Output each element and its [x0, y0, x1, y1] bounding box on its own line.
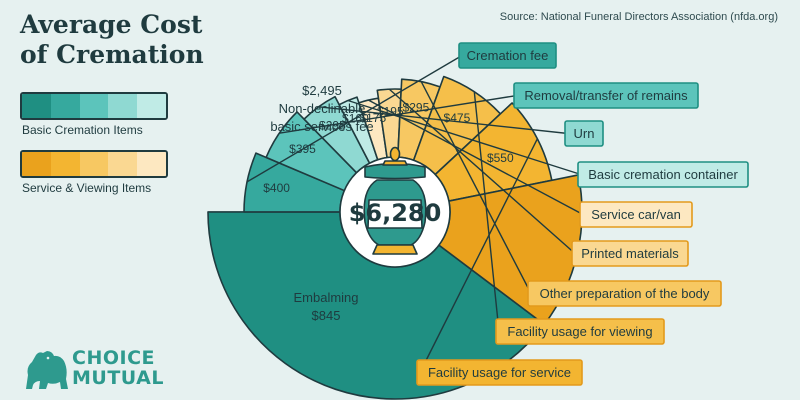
legend-basic-swatch-4: [137, 94, 166, 118]
source-note: Source: National Funeral Directors Assoc…: [500, 11, 778, 23]
legend-basic-swatch-2: [79, 94, 109, 118]
brand-wordmark: CHOICE MUTUAL: [72, 348, 164, 388]
callout-label-8: Facility usage for viewing: [507, 324, 652, 339]
value-label-1: $400: [263, 181, 290, 195]
callout-box-1: [458, 42, 557, 69]
callout-box-2: [513, 82, 699, 109]
callout-leader-8: [473, 91, 500, 332]
legend-service-swatch-1: [50, 152, 80, 176]
inside-label-0-0: $2,495: [302, 83, 342, 98]
legend-label-service: Service & Viewing Items: [22, 181, 152, 195]
brand-line-2: MUTUAL: [72, 367, 164, 389]
callout-box-9: [416, 359, 583, 386]
title-line-2: of Cremation: [20, 40, 204, 69]
callout-box-5: [579, 201, 693, 228]
legend-service-swatch-4: [137, 152, 166, 176]
center-total-label: $6,280: [349, 199, 442, 227]
legend-swatch-service: [20, 150, 168, 178]
callout-leader-3: [318, 106, 569, 135]
source-prefix: Source:: [499, 11, 538, 23]
brand-line-1: CHOICE: [72, 347, 155, 369]
callout-box-8: [495, 318, 665, 345]
bear-logo-icon: [26, 351, 68, 389]
page-title: Average Cost of Cremation: [20, 10, 220, 70]
legend-service-swatch-0: [22, 152, 51, 176]
source-suffix: (nfda.org): [730, 11, 778, 23]
callout-label-6: Printed materials: [581, 246, 679, 261]
legend-basic-swatch-0: [22, 94, 51, 118]
callout-leader-5: [368, 99, 584, 216]
callout-label-7: Other preparation of the body: [540, 286, 710, 301]
callout-box-6: [571, 240, 689, 267]
callout-label-1: Cremation fee: [467, 48, 549, 63]
callout-label-4: Basic cremation container: [588, 167, 738, 182]
source-name: National Funeral Directors Association: [540, 11, 728, 23]
legend-swatch-basic: [20, 92, 168, 120]
legend-service-swatch-2: [79, 152, 109, 176]
inside-label-10-0: Embalming: [293, 290, 358, 305]
callout-label-2: Removal/transfer of remains: [524, 88, 688, 103]
value-label-3: $295: [319, 119, 346, 133]
value-label-7: $295: [403, 101, 430, 115]
legend-label-basic: Basic Cremation Items: [22, 123, 143, 137]
callout-box-4: [577, 161, 749, 188]
legend-basic-swatch-1: [50, 94, 80, 118]
callout-leader-7: [420, 81, 532, 294]
callout-leader-4: [347, 99, 582, 176]
legend-service-swatch-3: [108, 152, 138, 176]
legend-basic-swatch-3: [108, 94, 138, 118]
callout-box-3: [564, 120, 604, 147]
callout-label-9: Facility usage for service: [428, 365, 571, 380]
title-line-1: Average Cost: [20, 10, 203, 39]
callout-leader-9: [419, 138, 538, 373]
callout-label-5: Service car/van: [591, 207, 681, 222]
value-label-9: $550: [487, 151, 514, 165]
inside-label-10-1: $845: [312, 308, 341, 323]
urn-icon: [363, 146, 427, 255]
callout-label-3: Urn: [574, 126, 595, 141]
callout-leader-2: [279, 94, 518, 134]
inside-label-0-1: Non-declinable: [279, 101, 366, 116]
callout-box-7: [527, 280, 722, 307]
callout-leader-1: [246, 54, 463, 183]
